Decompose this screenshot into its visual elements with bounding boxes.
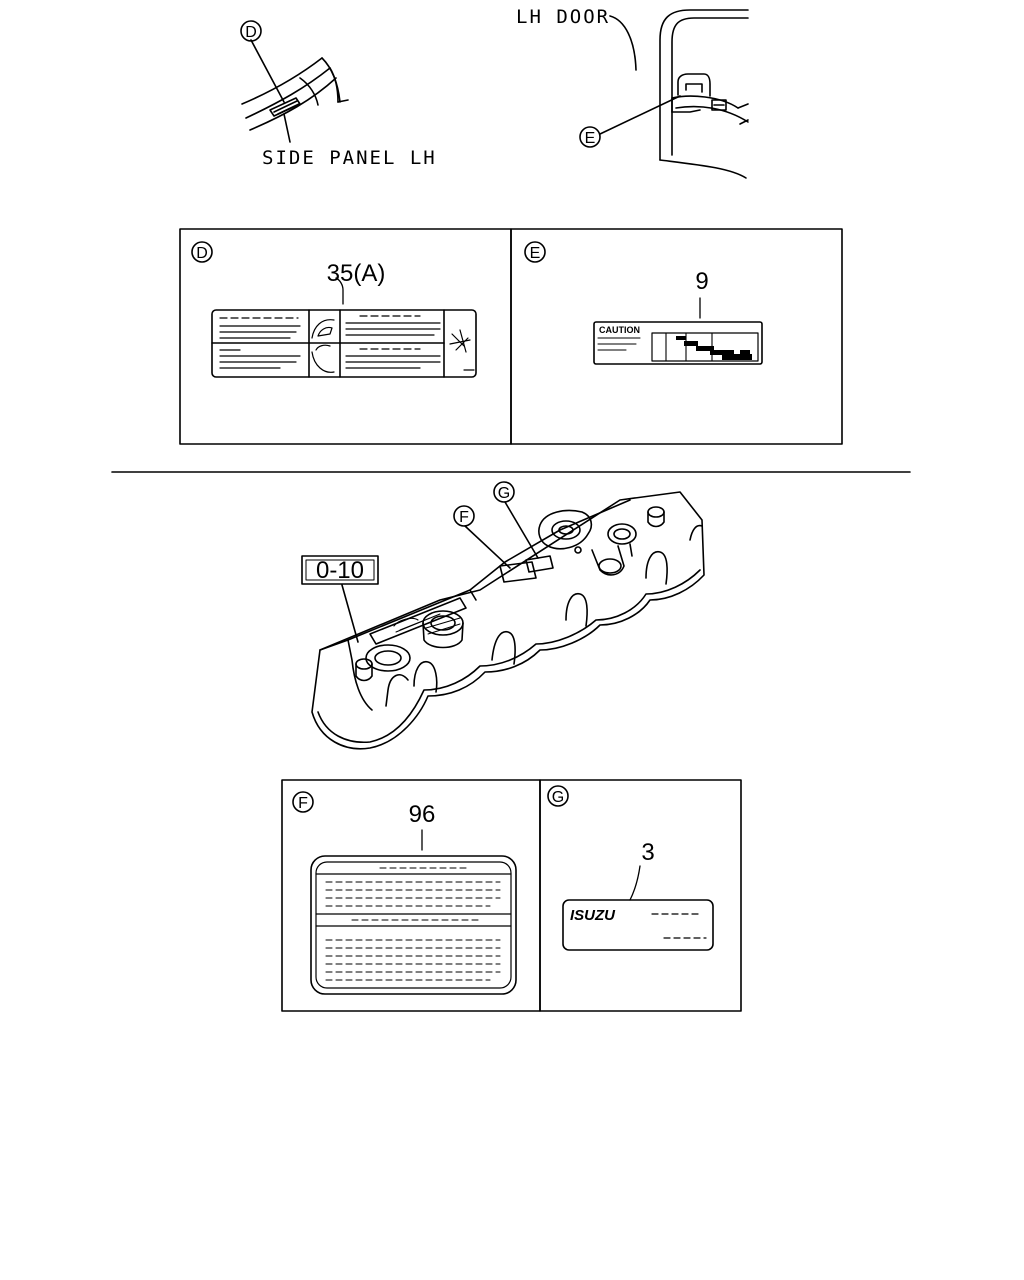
detail-g-circle xyxy=(547,785,569,807)
cover-label-f xyxy=(499,561,537,583)
callout-g-letter: G xyxy=(498,485,510,502)
cover-label-g xyxy=(525,555,554,573)
caution-label-9 xyxy=(593,297,763,365)
callout-d-circle xyxy=(240,20,262,42)
caution-label-hatching xyxy=(676,336,752,360)
detail-f-letter: F xyxy=(298,795,308,812)
side-panel-view xyxy=(241,39,349,143)
door-label-leader xyxy=(609,15,637,71)
callout-d-leader xyxy=(250,39,285,103)
ref-box-leader xyxy=(341,584,359,643)
detail-d-part-number: 35(A) xyxy=(327,260,386,287)
caution-heading: CAUTION xyxy=(599,325,640,335)
callout-f-leader xyxy=(464,525,511,569)
detail-e-letter: E xyxy=(530,245,541,262)
detail-f-circle xyxy=(292,791,314,813)
detail-e-circle xyxy=(524,241,546,263)
callout-e-leader xyxy=(599,95,681,135)
ref-box-text: 0-10 xyxy=(316,557,364,584)
callout-g-circle xyxy=(493,481,515,503)
warning-label-35a xyxy=(211,277,477,378)
callout-g-leader xyxy=(504,501,539,559)
detail-g-part-number: 3 xyxy=(641,839,654,866)
callout-d-letter: D xyxy=(245,24,257,41)
detail-f-part-number: 96 xyxy=(409,801,436,828)
isuzu-logo: ISUZU xyxy=(570,907,616,924)
ref-box xyxy=(301,555,379,585)
door-handle xyxy=(671,73,749,125)
detail-d-letter: D xyxy=(196,245,208,262)
isuzu-label-3 xyxy=(562,865,714,951)
callout-e-letter: E xyxy=(585,130,596,147)
lh-door-view xyxy=(599,9,749,179)
detail-g-frame xyxy=(539,779,742,1012)
detail-g-letter: G xyxy=(552,789,564,806)
door-label: LH DOOR xyxy=(516,6,610,28)
callout-e-circle xyxy=(579,126,601,148)
callout-f-letter: F xyxy=(459,509,469,526)
detail-e-part-number: 9 xyxy=(695,268,708,295)
side-panel-label-patch xyxy=(269,97,301,117)
side-panel-label: SIDE PANEL LH xyxy=(262,147,437,169)
detail-e-frame xyxy=(510,228,843,445)
cover-nameplate xyxy=(369,597,467,645)
detail-d-circle xyxy=(191,241,213,263)
cylinder-head-cover xyxy=(311,491,705,750)
info-label-96 xyxy=(310,829,517,995)
callout-f-circle xyxy=(453,505,475,527)
